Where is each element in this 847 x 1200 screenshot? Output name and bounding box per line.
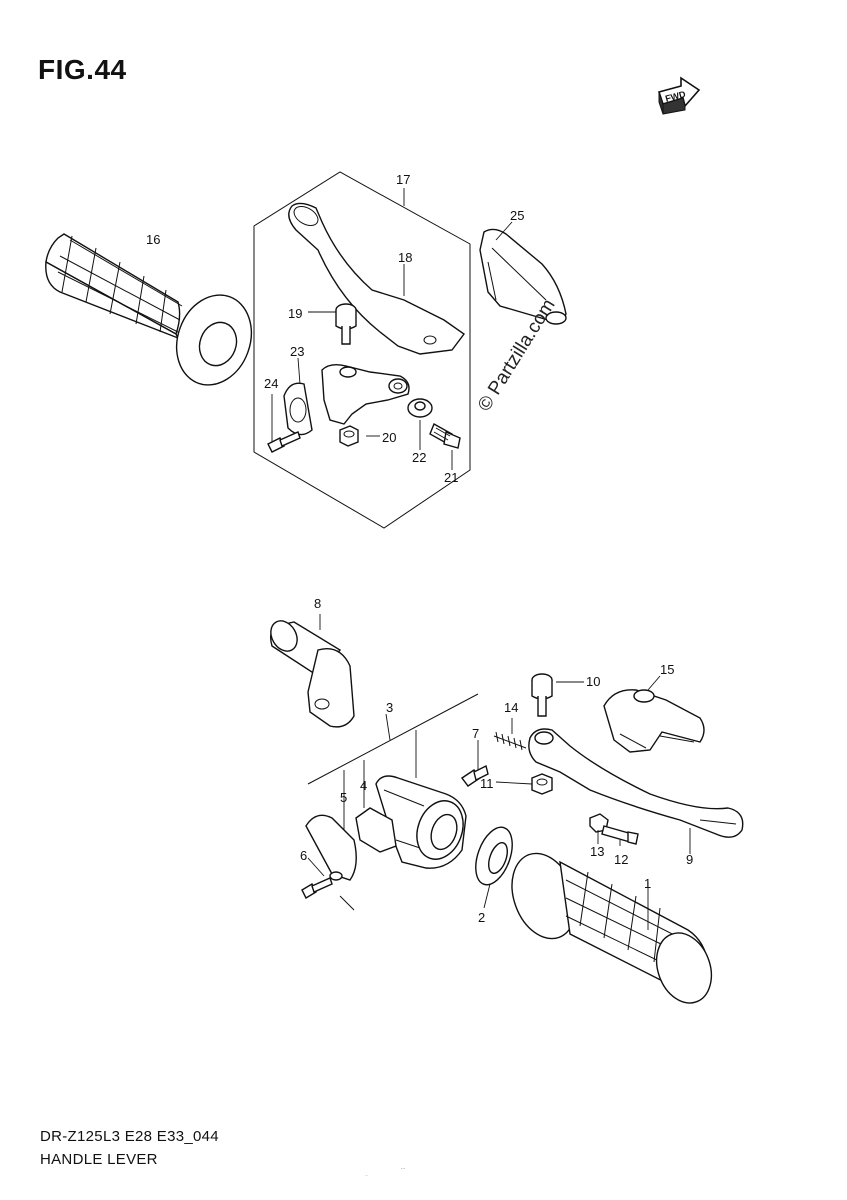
- part-6-cover-plate: [301, 814, 357, 911]
- part-20-nut: [339, 425, 359, 447]
- callout-24: 24: [264, 376, 278, 391]
- callout-2: 2: [478, 910, 485, 925]
- callout-14: 14: [504, 700, 518, 715]
- callout-10: 10: [586, 674, 600, 689]
- callout-21: 21: [444, 470, 458, 485]
- part-10-pivot-bolt: [531, 673, 553, 717]
- callout-15: 15: [660, 662, 674, 677]
- part-24-clamp-screw: [267, 431, 301, 453]
- part-12-adjuster-bolt: [601, 825, 639, 845]
- fwd-arrow-icon: FWD: [657, 76, 701, 115]
- callout-18: 18: [398, 250, 412, 265]
- callout-11: 11: [480, 776, 494, 791]
- part-21-adjuster-bolt: [429, 423, 461, 449]
- part-11-nut: [531, 773, 553, 795]
- part-8-throttle-tube: [269, 620, 355, 728]
- callout-17: 17: [396, 172, 410, 187]
- part-5-housing-half: [355, 807, 397, 853]
- part-3-group-frame: [307, 693, 479, 785]
- callout-23: 23: [290, 344, 304, 359]
- callout-7: 7: [472, 726, 479, 741]
- callout-6: 6: [300, 848, 307, 863]
- lower-leader-lines: [307, 614, 691, 930]
- part-1-right-grip: [511, 852, 713, 1004]
- callout-25: 25: [510, 208, 524, 223]
- part-25-lever-cover: [479, 228, 567, 325]
- part-9-brake-lever: [528, 728, 744, 838]
- callout-16: 16: [146, 232, 160, 247]
- part-4-throttle-housing: [375, 775, 467, 869]
- part-14-spring: [493, 731, 527, 751]
- callout-8: 8: [314, 596, 321, 611]
- lever-bracket: [321, 363, 410, 425]
- callout-labels: 16 17 18 19 23 24 20 22 21 25 8 3 10 15 …: [146, 172, 693, 925]
- part-18-clutch-lever: [288, 202, 465, 355]
- model-code: DR-Z125L3 E28 E33_044: [40, 1128, 219, 1145]
- callout-3: 3: [386, 700, 393, 715]
- callout-1: 1: [644, 876, 651, 891]
- part-23-bracket-clamp: [283, 382, 313, 436]
- section-name: HANDLE LEVER: [40, 1151, 158, 1168]
- part-15-lever-cover: [603, 689, 705, 753]
- callout-19: 19: [288, 306, 302, 321]
- callout-5: 5: [340, 790, 347, 805]
- small-note: ...: [365, 1172, 369, 1177]
- callout-12: 12: [614, 852, 628, 867]
- callout-20: 20: [382, 430, 396, 445]
- part-22-washer: [407, 398, 433, 418]
- part-17-group-frame: [253, 171, 471, 529]
- upper-leader-lines: [271, 188, 513, 470]
- callout-13: 13: [590, 844, 604, 859]
- part-19-pivot-bolt: [335, 303, 357, 345]
- figure-title: FIG.44: [38, 54, 127, 85]
- part-2-pulley-ring: [475, 826, 513, 886]
- part-7-screw: [460, 764, 489, 787]
- part-16-left-grip: [45, 233, 253, 386]
- callout-4: 4: [360, 778, 367, 793]
- callout-22: 22: [412, 450, 426, 465]
- small-print: ... ...: [365, 1165, 405, 1177]
- callout-9: 9: [686, 852, 693, 867]
- small-id: ...: [401, 1165, 406, 1171]
